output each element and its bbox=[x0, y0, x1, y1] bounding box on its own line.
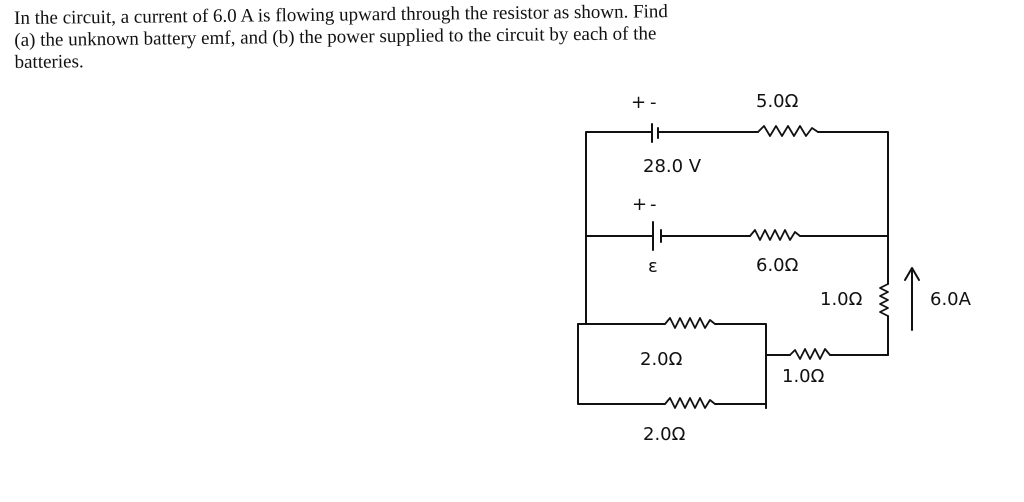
resistor-middle bbox=[749, 229, 801, 241]
resistor-right-label: 1.0Ω bbox=[820, 289, 863, 310]
current-arrow bbox=[904, 267, 920, 331]
battery1-minus-sign: - bbox=[650, 92, 657, 113]
battery-emf bbox=[585, 221, 751, 251]
resistor-bottom-right bbox=[789, 348, 831, 360]
resistor-parallel-lower bbox=[664, 397, 716, 409]
top-right-wire bbox=[817, 131, 889, 237]
battery2-plus-sign: + bbox=[632, 194, 647, 215]
resistor-parallel-lower-label: 2.0Ω bbox=[643, 424, 686, 445]
resistor-bottom-right-label: 1.0Ω bbox=[782, 366, 825, 387]
battery1-voltage-label: 28.0 V bbox=[643, 156, 702, 177]
battery-28v bbox=[585, 123, 759, 149]
battery1-plus-sign: + bbox=[631, 92, 646, 113]
resistor-top-label: 5.0Ω bbox=[756, 91, 799, 112]
battery2-minus-sign: - bbox=[650, 194, 657, 215]
resistor-right-vertical bbox=[879, 235, 889, 356]
resistor-parallel-upper bbox=[664, 317, 716, 329]
resistor-middle-label: 6.0Ω bbox=[756, 255, 799, 276]
resistor-top bbox=[757, 125, 819, 137]
battery2-emf-label: ε bbox=[648, 256, 658, 277]
current-label: 6.0A bbox=[930, 289, 972, 310]
resistor-parallel-upper-label: 2.0Ω bbox=[640, 349, 683, 370]
